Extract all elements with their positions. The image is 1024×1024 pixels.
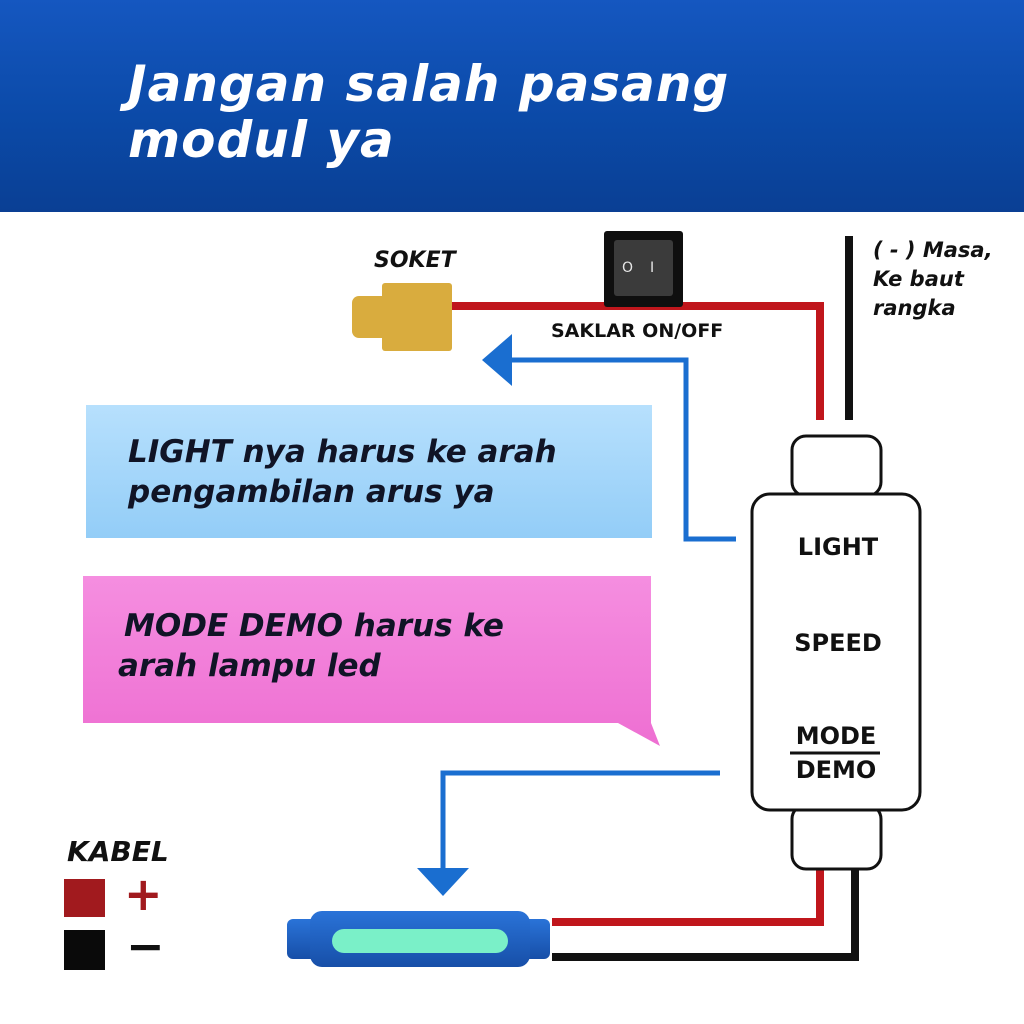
legend-minus-sign: − bbox=[126, 919, 165, 973]
note-light-line-2: pengambilan arus ya bbox=[128, 474, 495, 510]
title-line-1: Jangan salah pasang bbox=[128, 55, 730, 113]
module-mode-label: MODE bbox=[795, 722, 877, 750]
arrow-light-line bbox=[510, 357, 736, 542]
legend-red-swatch bbox=[64, 879, 105, 917]
note-mode-line-1: MODE DEMO harus ke bbox=[124, 608, 504, 644]
led-strip-icon bbox=[287, 911, 550, 967]
switch-on-symbol: I bbox=[650, 260, 655, 276]
legend-plus-sign: + bbox=[124, 867, 163, 921]
module-speed-label: SPEED bbox=[794, 629, 882, 657]
masa-line-3: rangka bbox=[873, 296, 956, 320]
masa-line-2: Ke baut bbox=[873, 267, 964, 291]
note-light-line-1: LIGHT nya harus ke arah bbox=[128, 434, 557, 470]
masa-label: ( - ) Masa, Ke baut rangka bbox=[873, 236, 993, 323]
kabel-legend-title: KABEL bbox=[67, 835, 169, 868]
note-mode-box bbox=[83, 576, 660, 746]
legend-black-swatch bbox=[64, 930, 105, 970]
switch-icon bbox=[604, 231, 683, 307]
header-banner: Jangan salah pasang modul ya bbox=[0, 0, 1024, 212]
soket-label: SOKET bbox=[374, 248, 456, 273]
switch-off-symbol: O bbox=[622, 260, 634, 276]
module-demo-label: DEMO bbox=[795, 756, 877, 784]
saklar-label: SAKLAR ON/OFF bbox=[551, 320, 724, 342]
title-line-2: modul ya bbox=[128, 111, 395, 169]
module-body bbox=[750, 434, 922, 871]
wire-red-input bbox=[450, 302, 824, 420]
socket-icon bbox=[352, 283, 452, 351]
arrow-light-head bbox=[482, 334, 512, 386]
wire-red-led bbox=[552, 870, 824, 926]
module-light-label: LIGHT bbox=[797, 533, 879, 561]
note-light-text: LIGHT nya harus ke arah pengambilan arus… bbox=[128, 432, 557, 512]
arrow-mode-head bbox=[417, 868, 469, 896]
wire-black-led bbox=[552, 870, 859, 961]
note-mode-line-2: arah lampu led bbox=[118, 648, 381, 684]
arrow-mode-line bbox=[440, 770, 720, 872]
note-mode-text: MODE DEMO harus ke arah lampu led bbox=[118, 606, 504, 686]
page-title: Jangan salah pasang modul ya bbox=[128, 56, 948, 168]
masa-line-1: ( - ) Masa, bbox=[873, 238, 993, 262]
note-light-box bbox=[86, 405, 652, 538]
